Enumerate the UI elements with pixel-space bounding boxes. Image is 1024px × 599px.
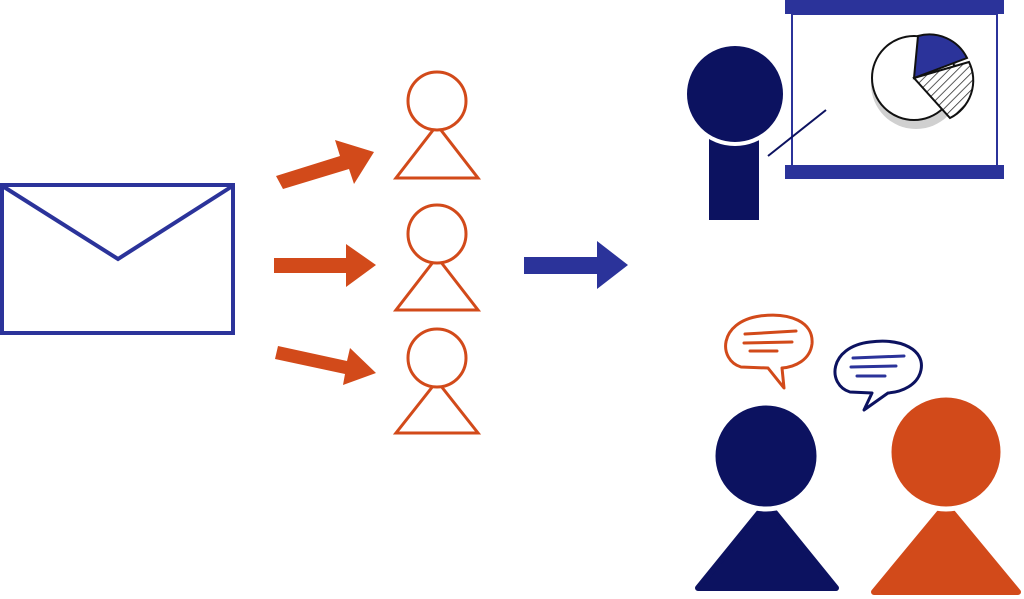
- navy-person-icon: [695, 400, 839, 591]
- arrow-right-icon: [524, 241, 628, 289]
- pointer-stick: [767, 109, 827, 157]
- recipient-person-icon: [392, 203, 482, 312]
- arrow-right-icon: [276, 140, 374, 189]
- presenter-person-icon: [683, 42, 787, 220]
- envelope-icon: [0, 183, 235, 335]
- speech-bubble-icon: [833, 339, 923, 412]
- arrow-right-icon: [275, 346, 376, 385]
- recipient-person-icon: [392, 70, 482, 180]
- arrow-right-icon: [274, 244, 376, 287]
- recipient-person-icon: [392, 327, 482, 435]
- pie-chart-icon: [871, 33, 975, 129]
- orange-person-icon: [871, 392, 1021, 595]
- speech-bubble-icon: [724, 313, 814, 390]
